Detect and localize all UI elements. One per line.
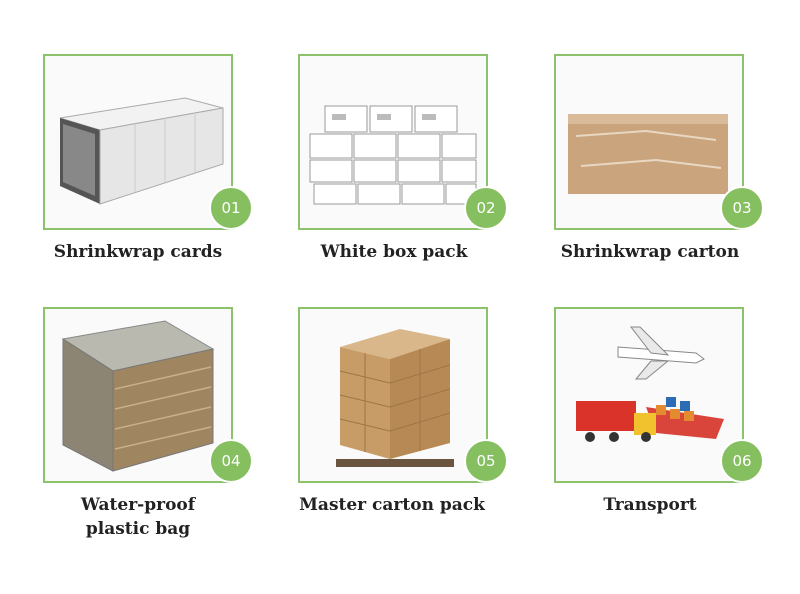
packing-card-3: 03 [554,54,764,230]
packing-card-1: 01 [43,54,253,230]
packing-card-5: 05 [298,307,508,483]
step-badge-01: 01 [209,186,253,230]
step-badge-04: 04 [209,439,253,483]
packing-card-6: 06 [554,307,764,483]
step-badge-02: 02 [464,186,508,230]
caption-master-carton-pack: Master carton pack [299,495,485,515]
plastic-wrapped-carton-image [61,320,215,472]
shrinkwrapped-card-stack-image [59,97,224,205]
shrinkwrapped-carton-image [568,114,728,194]
stacked-white-boxes-image [309,105,477,205]
step-badge-05: 05 [464,439,508,483]
caption-white-box-pack: White box pack [320,242,468,262]
packing-card-4: 04 [43,307,253,483]
palletized-cartons-image [336,329,454,467]
caption-transport: Transport [603,495,697,515]
transport-vehicles-image [576,326,724,442]
step-badge-06: 06 [720,439,764,483]
step-badge-03: 03 [720,186,764,230]
caption-shrinkwrap-cards: Shrinkwrap cards [53,242,223,262]
caption-water-proof-plastic-bag: Water-proof plastic bag [80,495,196,539]
caption-shrinkwrap-carton: Shrinkwrap carton [560,242,740,262]
packing-card-2: 02 [298,54,508,230]
